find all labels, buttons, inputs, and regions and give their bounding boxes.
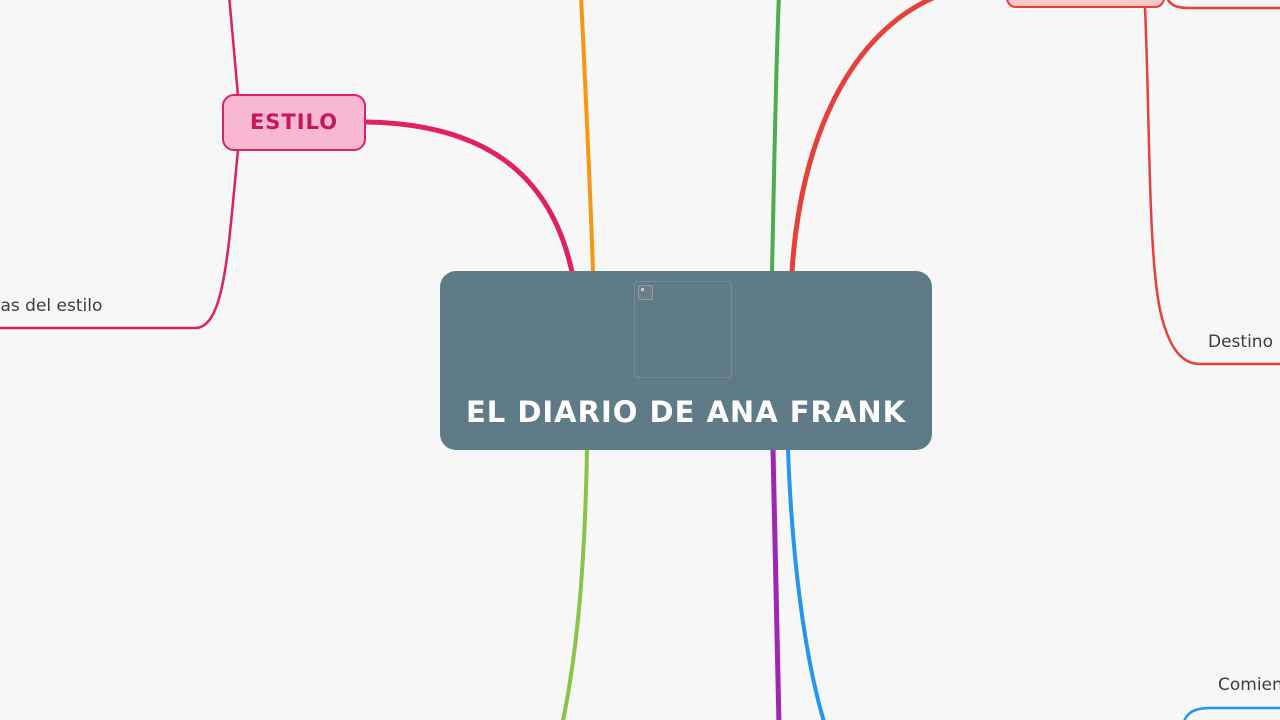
red-topic-connector-right: [1166, 0, 1280, 10]
branch-line-red: [789, 0, 935, 275]
subtopic-caracteristicas-del-estilo[interactable]: Características del estilo: [0, 296, 103, 316]
estilo-connector-up: [228, 0, 240, 97]
broken-image-icon: [638, 285, 653, 300]
topic-estilo[interactable]: ESTILO: [222, 94, 366, 151]
branch-line-blue: [786, 447, 826, 720]
estilo-connector-caracteristicas: [0, 149, 240, 330]
subtopic-destino[interactable]: Destino: [1208, 332, 1273, 352]
central-topic-title: EL DIARIO DE ANA FRANK: [465, 395, 907, 429]
branch-line-green: [770, 0, 781, 274]
subtopic-comien[interactable]: Comien: [1218, 675, 1280, 695]
blue-subtopic-connector: [1183, 706, 1280, 720]
central-topic[interactable]: EL DIARIO DE ANA FRANK: [440, 271, 932, 450]
branch-line-lime: [560, 447, 589, 720]
branch-line-estilo: [364, 119, 575, 275]
central-topic-image: [634, 281, 732, 378]
branch-line-orange: [579, 0, 595, 274]
topic-red-partial[interactable]: [1006, 0, 1165, 8]
branch-line-purple: [770, 446, 782, 720]
red-topic-connector-destino: [1143, 7, 1280, 366]
